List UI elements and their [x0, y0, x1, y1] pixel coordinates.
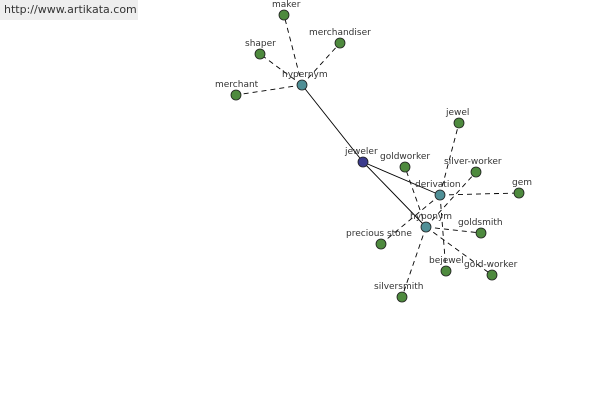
node-label-jeweler[interactable]: jeweler: [344, 147, 378, 157]
node-merchant[interactable]: [230, 89, 242, 101]
node-label-goldsmith[interactable]: goldsmith: [458, 218, 503, 228]
site-url[interactable]: http://www.artikata.com: [0, 0, 138, 20]
edge-derivation-precious-stone: [380, 194, 441, 245]
node-bejewel[interactable]: [440, 265, 452, 277]
edge-hypernym-merchant: [235, 84, 303, 96]
edge-hypernym-merchandiser: [301, 42, 341, 86]
node-label-gold-worker[interactable]: gold-worker: [464, 260, 518, 270]
edge-hyponym-goldworker: [404, 166, 427, 228]
node-label-bejewel[interactable]: bejewel: [429, 256, 464, 266]
edge-derivation-gem: [439, 192, 520, 196]
edge-hyponym-silversmith: [401, 226, 427, 298]
edge-jeweler-hyponym: [362, 161, 427, 228]
node-label-shaper[interactable]: shaper: [245, 39, 276, 49]
node-precious-stone[interactable]: [375, 238, 387, 250]
node-label-hyponym[interactable]: hyponym: [410, 212, 452, 222]
node-derivation[interactable]: [434, 189, 446, 201]
node-label-merchandiser[interactable]: merchandiser: [309, 28, 371, 38]
node-silver-worker[interactable]: [470, 166, 482, 178]
node-merchandiser[interactable]: [334, 37, 346, 49]
node-label-gem[interactable]: gem: [512, 178, 532, 188]
node-silversmith[interactable]: [396, 291, 408, 303]
node-label-maker[interactable]: maker: [272, 0, 301, 10]
node-label-silversmith[interactable]: silversmith: [374, 282, 423, 292]
edge-hyponym-gold-worker: [425, 226, 493, 276]
node-hyponym[interactable]: [420, 221, 432, 233]
node-label-precious-stone[interactable]: precious stone: [346, 229, 412, 239]
edge-hypernym-maker: [283, 14, 303, 86]
node-maker[interactable]: [278, 9, 290, 21]
node-shaper[interactable]: [254, 48, 266, 60]
edge-hyponym-silver-worker: [425, 171, 477, 228]
node-hypernym[interactable]: [296, 79, 308, 91]
edge-derivation-bejewel: [439, 194, 447, 272]
node-label-derivation[interactable]: derivation: [415, 180, 461, 190]
node-goldsmith[interactable]: [475, 227, 487, 239]
node-label-silver-worker[interactable]: silver-worker: [444, 157, 502, 167]
node-label-merchant[interactable]: merchant: [215, 80, 259, 90]
edge-jeweler-hypernym: [301, 84, 364, 163]
node-jeweler[interactable]: [357, 156, 369, 168]
edge-hyponym-goldsmith: [425, 226, 482, 234]
node-gold-worker[interactable]: [486, 269, 498, 281]
edge-jeweler-derivation: [362, 161, 441, 196]
node-label-goldworker[interactable]: goldworker: [380, 152, 430, 162]
edge-derivation-jewel: [439, 122, 460, 196]
node-label-jewel[interactable]: jewel: [445, 108, 469, 118]
node-goldworker[interactable]: [399, 161, 411, 173]
node-jewel[interactable]: [453, 117, 465, 129]
node-label-hypernym[interactable]: hypernym: [282, 70, 328, 80]
node-gem[interactable]: [513, 187, 525, 199]
